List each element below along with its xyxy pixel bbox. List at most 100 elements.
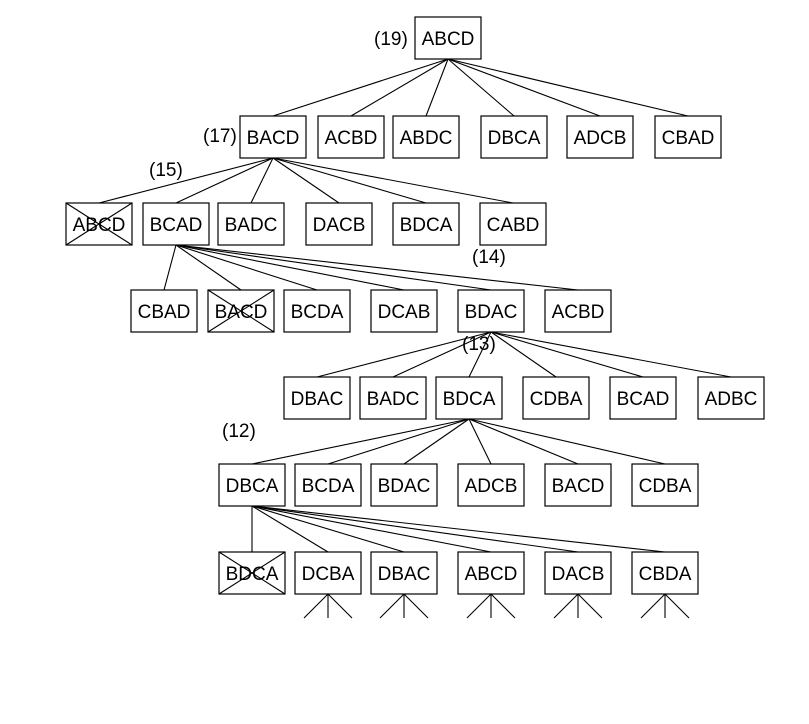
tree-node: CBAD <box>654 115 722 159</box>
node-label: BCAD <box>150 215 203 236</box>
node-label: ACBD <box>325 128 378 149</box>
tree-edge <box>251 418 470 465</box>
tree-edge <box>175 244 405 291</box>
tree-node: ABDC <box>392 115 460 159</box>
tree-edge <box>272 58 449 117</box>
continuation-edge <box>466 593 492 619</box>
tree-edge <box>175 157 274 204</box>
node-label: BACD <box>215 302 268 323</box>
node-box <box>317 115 385 159</box>
node-box <box>294 551 362 595</box>
tree-edge <box>250 157 274 204</box>
tree-node: BDCA(13) <box>435 334 503 420</box>
tree-node: DACB <box>305 202 373 246</box>
node-label: ADCB <box>574 128 627 149</box>
node-box <box>130 289 198 333</box>
node-box <box>294 463 362 507</box>
node-box <box>414 16 482 60</box>
prune-cross-line <box>65 202 133 246</box>
tree-edge <box>251 505 329 553</box>
node-label: BCAD <box>617 389 670 410</box>
node-box <box>305 202 373 246</box>
node-label: ACBD <box>552 302 605 323</box>
node-box <box>283 289 351 333</box>
tree-edge <box>490 331 557 378</box>
tree-edge <box>175 244 579 291</box>
tree-node: DBCA <box>480 115 548 159</box>
node-box <box>392 115 460 159</box>
tree-edge <box>425 58 449 117</box>
tree-node: DACB <box>544 551 612 595</box>
tree-node: DBAC <box>370 551 438 595</box>
node-label: DBCA <box>226 476 279 497</box>
tree-edge <box>350 58 449 117</box>
node-cost-label: (12) <box>222 421 256 442</box>
tree-node: CBAD <box>130 289 198 333</box>
tree-node: CBDA <box>631 551 699 595</box>
continuation-edge <box>553 593 579 619</box>
node-box <box>457 289 525 333</box>
tree-edge <box>316 331 492 378</box>
tree-edge <box>272 157 427 204</box>
tree-node: BDAC <box>370 463 438 507</box>
node-label: ADCB <box>465 476 518 497</box>
tree-node: BDAC(14) <box>457 247 525 333</box>
continuation-edge <box>303 593 329 619</box>
node-box <box>480 115 548 159</box>
node-label: CDBA <box>639 476 692 497</box>
tree-edge <box>251 505 666 553</box>
node-box <box>544 289 612 333</box>
node-box <box>370 551 438 595</box>
tree-edge <box>490 331 644 378</box>
pruned-node: ABCD <box>65 202 133 246</box>
node-box <box>435 376 503 420</box>
tree-node: BADC <box>359 376 427 420</box>
tree-edge <box>447 58 601 117</box>
tree-edge <box>272 157 514 204</box>
tree-node: DCBA <box>294 551 362 595</box>
node-label: BDAC <box>465 302 518 323</box>
tree-node: BACD (17) <box>203 115 307 159</box>
node-cost-label: (17) <box>203 126 237 147</box>
node-box <box>359 376 427 420</box>
tree-edge <box>98 157 274 204</box>
node-label: ABCD <box>73 215 126 236</box>
tree-node: BADC <box>217 202 285 246</box>
node-box <box>654 115 722 159</box>
node-box <box>142 202 210 246</box>
node-box <box>609 376 677 420</box>
tree-edge <box>251 505 405 553</box>
node-box <box>631 551 699 595</box>
node-label: DACB <box>313 215 366 236</box>
node-box <box>370 289 438 333</box>
node-label: BADC <box>225 215 278 236</box>
node-label: DBAC <box>291 389 344 410</box>
node-label: BACD <box>247 128 300 149</box>
tree-edge <box>251 505 492 553</box>
tree-node: BCAD (15) <box>142 160 210 246</box>
tree-node: BCDA <box>294 463 362 507</box>
continuation-edge <box>640 593 666 619</box>
node-label: DBAC <box>378 564 431 585</box>
tree-node: CDBA <box>522 376 590 420</box>
node-label: ABDC <box>400 128 453 149</box>
continuation-edge <box>664 593 690 619</box>
pruned-node: BDCA <box>218 551 286 595</box>
tree-node: CABD <box>479 202 547 246</box>
node-cost-label: (15) <box>149 160 183 181</box>
node-label: BDCA <box>400 215 453 236</box>
node-label: ADBC <box>705 389 758 410</box>
tree-edge <box>251 505 579 553</box>
tree-node: ABCD(19) <box>374 16 482 60</box>
node-label: BCDA <box>302 476 355 497</box>
node-label: BDCA <box>226 564 279 585</box>
prune-cross-line <box>207 289 275 333</box>
continuation-edge <box>327 593 353 619</box>
node-box <box>283 376 351 420</box>
continuation-edge <box>577 593 603 619</box>
node-box <box>217 202 285 246</box>
tree-node: ACBD <box>317 115 385 159</box>
node-cost-label: (19) <box>374 29 408 50</box>
